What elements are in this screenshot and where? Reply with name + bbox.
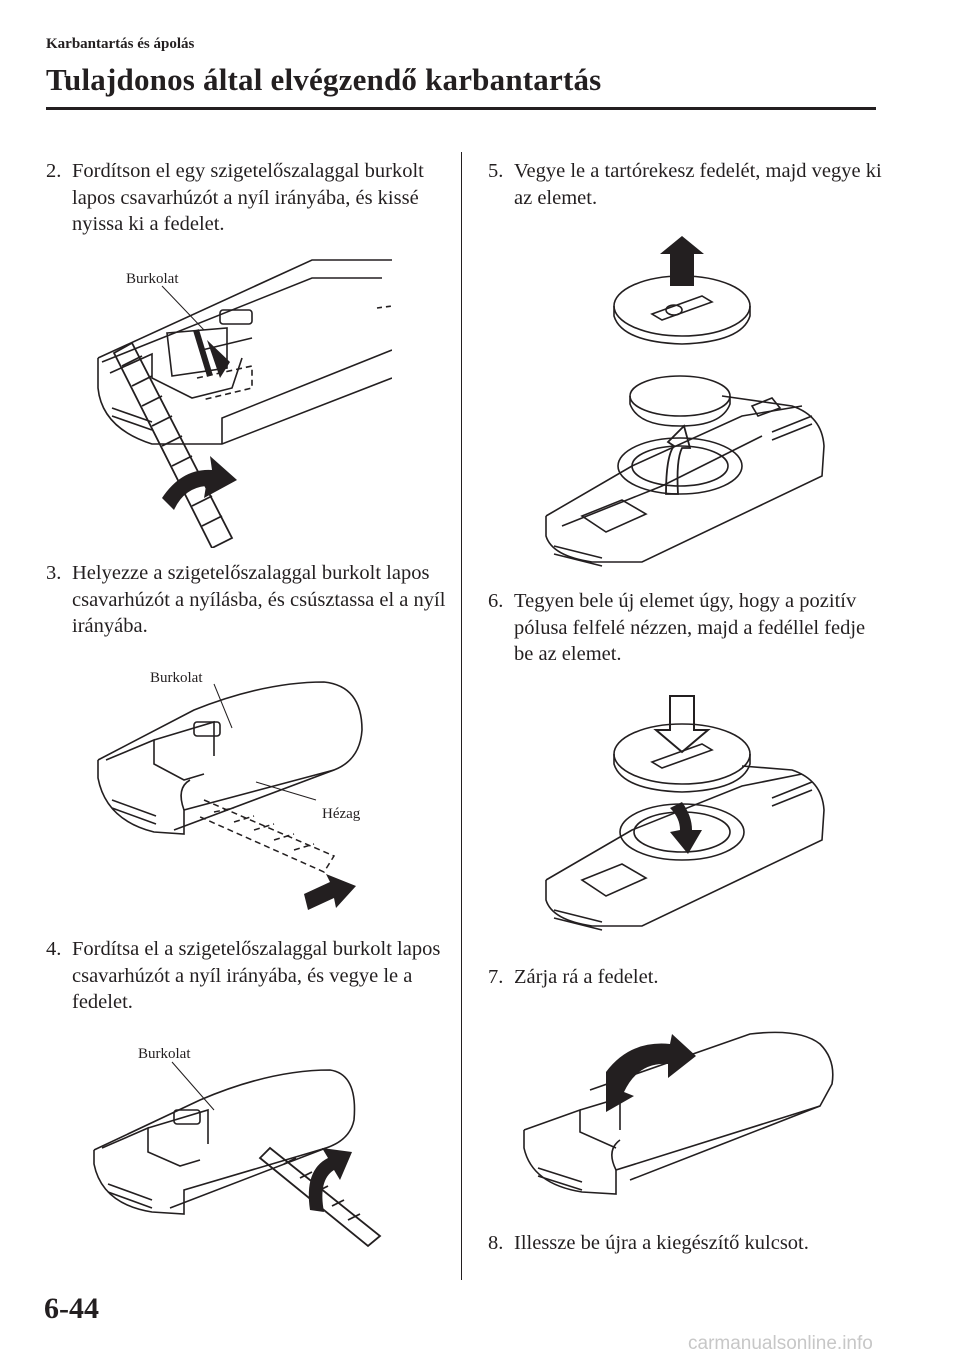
step-text: Fordítson el egy szigetelőszalaggal burk… (72, 160, 424, 235)
column-divider (461, 152, 462, 1280)
label-cover: Burkolat (126, 271, 179, 287)
label-cover: Burkolat (150, 670, 203, 686)
label-gap: Hézag (322, 806, 361, 822)
figure-step-4-remove-cover: Burkolat (90, 1040, 390, 1250)
step-number: 7. (488, 966, 504, 988)
step-text: Tegyen bele új elemet úgy, hogy a pozití… (514, 590, 866, 665)
step-3: 3. Helyezze a szigetelőszalaggal burkolt… (46, 560, 446, 640)
step-number: 4. (46, 938, 62, 960)
breadcrumb: Karbantartás és ápolás (46, 36, 195, 52)
watermark: carmanualsonline.info (688, 1333, 873, 1354)
figure-step-5-remove-battery (542, 236, 832, 576)
step-number: 3. (46, 562, 62, 584)
figure-step-6-insert-battery (542, 690, 832, 940)
step-text: Helyezze a szigetelőszalaggal burkolt la… (72, 562, 446, 637)
step-number: 2. (46, 160, 62, 182)
page-number: 6-44 (44, 1292, 99, 1325)
title-rule (46, 107, 876, 110)
step-text: Vegye le a tartórekesz fedelét, majd veg… (514, 160, 882, 209)
figure-step-7-close-cover (520, 1020, 840, 1210)
step-number: 5. (488, 160, 504, 182)
step-6: 6. Tegyen bele új elemet úgy, hogy a poz… (488, 588, 888, 668)
step-8: 8. Illessze be újra a kiegészítő kulcsot… (488, 1230, 888, 1257)
step-5: 5. Vegye le a tartórekesz fedelét, majd … (488, 158, 888, 211)
step-2: 2. Fordítson el egy szigetelőszalaggal b… (46, 158, 446, 238)
step-4: 4. Fordítsa el a szigetelőszalaggal burk… (46, 936, 446, 1016)
page-title: Tulajdonos által elvégzendő karbantartás (46, 62, 602, 97)
figure-step-2-remove-cover-lever: Burkolat (92, 258, 392, 548)
step-7: 7. Zárja rá a fedelet. (488, 964, 888, 991)
step-number: 8. (488, 1232, 504, 1254)
label-cover: Burkolat (138, 1046, 191, 1062)
step-text: Zárja rá a fedelet. (514, 966, 659, 988)
step-text: Illessze be újra a kiegészítő kulcsot. (514, 1232, 809, 1254)
step-text: Fordítsa el a szigetelőszalaggal burkolt… (72, 938, 441, 1013)
figure-step-3-insert-screwdriver: Burkolat Hézag (94, 660, 384, 920)
step-number: 6. (488, 590, 504, 612)
